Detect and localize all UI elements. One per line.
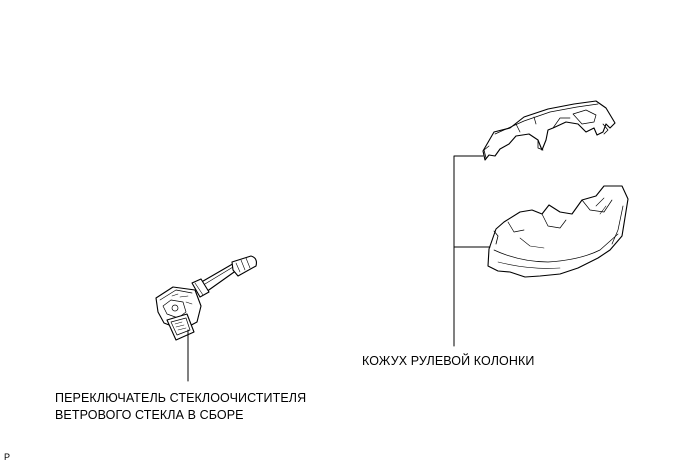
- corner-code: P: [4, 452, 11, 462]
- cover-leader-lines: [453, 155, 491, 347]
- steering-cover-upper-drawing: [482, 100, 616, 161]
- steering-column-cover-label: КОЖУХ РУЛЕВОЙ КОЛОНКИ: [362, 354, 535, 368]
- wiper-switch-drawing: [155, 255, 257, 382]
- steering-cover-lower-drawing: [487, 185, 629, 278]
- wiper-switch-label-line2: ВЕТРОВОГО СТЕКЛА В СБОРЕ: [55, 408, 244, 422]
- wiper-switch-label-line1: ПЕРЕКЛЮЧАТЕЛЬ СТЕКЛООЧИСТИТЕЛЯ: [55, 391, 307, 405]
